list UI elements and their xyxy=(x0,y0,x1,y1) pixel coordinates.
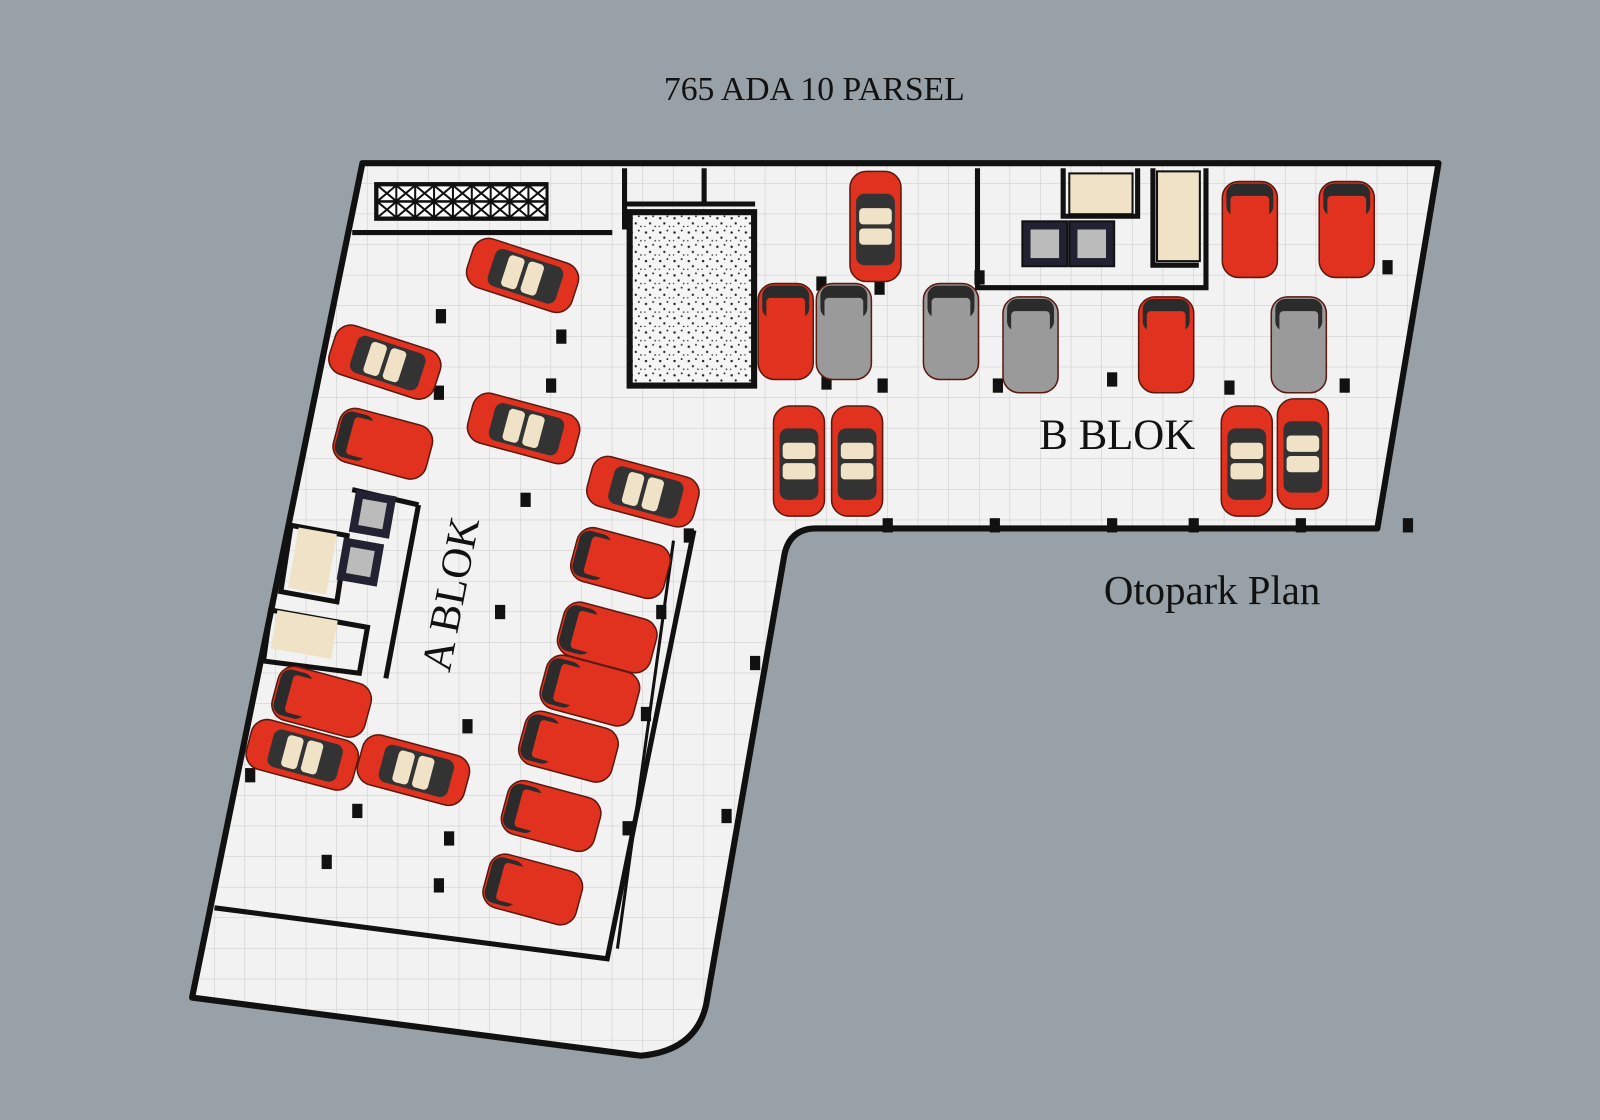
red-car-icon xyxy=(465,237,580,314)
column xyxy=(874,280,885,295)
a-blok-core xyxy=(270,489,397,659)
column xyxy=(683,528,694,543)
red-car-icon xyxy=(500,779,602,853)
column xyxy=(750,655,761,671)
parked-cars xyxy=(245,170,1376,926)
red-car-icon xyxy=(1220,405,1274,517)
red-car-icon xyxy=(539,654,641,727)
column xyxy=(992,378,1003,393)
red-car-icon xyxy=(1318,180,1376,279)
b-blok-label: B BLOK xyxy=(1039,412,1195,459)
column xyxy=(433,878,445,893)
column xyxy=(974,270,985,285)
parking-floor-outline xyxy=(188,160,1442,1059)
gray-car-icon xyxy=(1270,296,1328,394)
column xyxy=(352,803,363,819)
red-car-icon xyxy=(586,455,700,528)
column xyxy=(546,378,557,393)
column xyxy=(444,831,455,846)
column xyxy=(656,604,667,620)
column xyxy=(989,518,1000,533)
column xyxy=(1188,518,1199,533)
red-car-icon xyxy=(356,734,471,807)
structural-columns xyxy=(245,260,1414,893)
red-car-icon xyxy=(328,324,442,400)
elevator-cab xyxy=(358,498,387,530)
column xyxy=(1402,518,1414,533)
red-car-icon xyxy=(271,665,373,738)
stairs-icon xyxy=(1068,172,1134,216)
stairs-icon xyxy=(1155,170,1201,263)
column xyxy=(520,492,531,507)
red-car-icon xyxy=(757,282,815,381)
column xyxy=(1224,380,1235,395)
red-car-icon xyxy=(482,853,584,926)
red-car-icon xyxy=(1137,296,1195,394)
red-car-icon xyxy=(849,170,902,283)
column xyxy=(1382,260,1393,275)
gray-car-icon xyxy=(815,282,873,381)
plan-title: Otopark Plan xyxy=(1104,568,1320,613)
column xyxy=(433,385,445,400)
red-car-icon xyxy=(830,405,884,517)
column xyxy=(821,375,832,390)
column xyxy=(556,329,567,344)
column xyxy=(245,768,256,783)
column xyxy=(640,706,652,722)
gray-car-icon xyxy=(1002,296,1059,394)
column xyxy=(622,821,633,836)
red-car-icon xyxy=(466,392,581,465)
column xyxy=(1107,372,1118,387)
red-car-icon xyxy=(772,405,826,517)
red-car-icon xyxy=(1276,398,1330,510)
column xyxy=(816,276,827,291)
column xyxy=(1339,378,1350,393)
stairs-icon xyxy=(270,610,338,659)
red-car-icon xyxy=(1221,180,1279,279)
column xyxy=(495,604,506,620)
column xyxy=(1107,518,1118,533)
red-car-icon xyxy=(245,718,360,791)
red-car-icon xyxy=(556,601,658,674)
column xyxy=(321,854,332,870)
red-car-icon xyxy=(517,710,619,783)
elevator-cab xyxy=(346,546,375,578)
elevator-cab xyxy=(1030,229,1060,259)
column xyxy=(435,309,447,324)
gray-car-icon xyxy=(922,282,980,381)
grille-pattern xyxy=(376,184,548,219)
column xyxy=(877,378,888,393)
stairs-icon xyxy=(288,527,337,595)
red-car-icon xyxy=(332,407,434,480)
red-car-icon xyxy=(569,526,672,600)
column xyxy=(462,719,473,734)
b-blok-core xyxy=(1021,170,1201,268)
ramp-shaft xyxy=(626,209,758,389)
column xyxy=(1295,518,1306,533)
elevator-cab xyxy=(1077,229,1107,259)
drawing-title: 765 ADA 10 PARSEL xyxy=(664,71,965,108)
column xyxy=(721,808,732,824)
column xyxy=(882,518,893,533)
elevator-icon xyxy=(1068,220,1116,268)
elevator-icon xyxy=(1021,220,1069,268)
